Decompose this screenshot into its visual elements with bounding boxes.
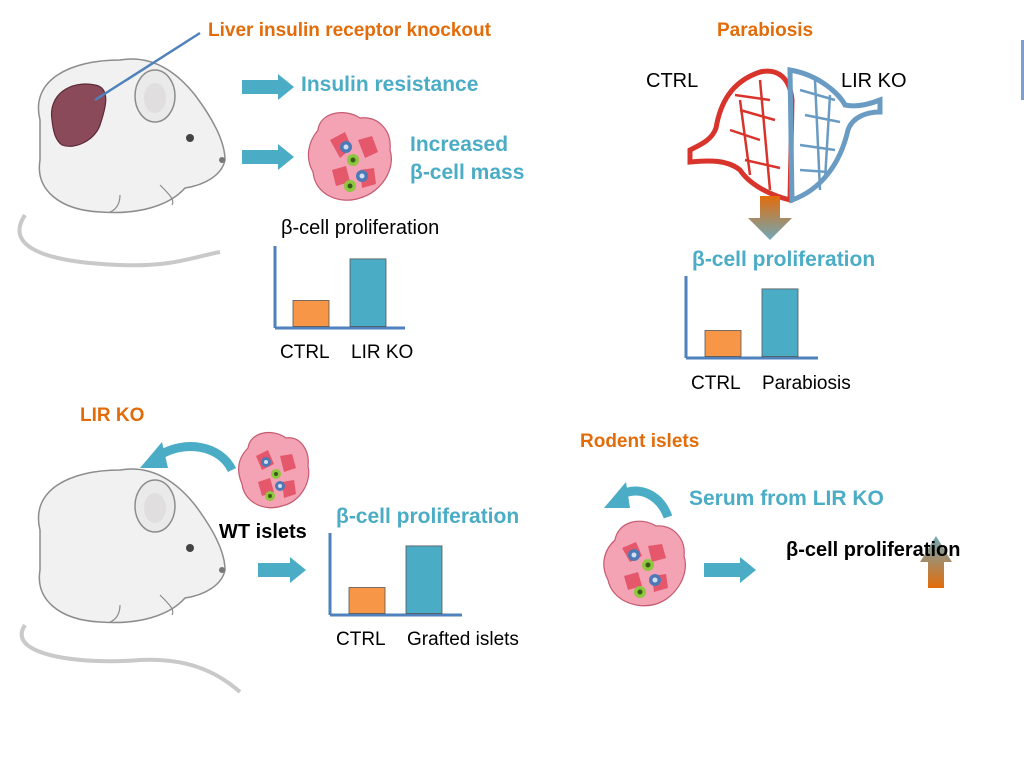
curved-arrow-head-2: [604, 482, 630, 508]
curved-arrow-head: [140, 442, 168, 468]
mouse-illustration-2: [19, 468, 242, 694]
bar-ctrl: [348, 587, 386, 614]
label-beta-cell-mass: β-cell mass: [410, 161, 525, 184]
label-insulin-resistance: Insulin resistance: [301, 73, 479, 96]
chart-grafted-islets: CTRL Grafted islets: [328, 533, 519, 650]
arrow-right-3: [258, 557, 306, 583]
label-wt-islets: WT islets: [219, 521, 307, 543]
chart-liver-ko: CTRL LIR KO: [273, 246, 413, 363]
category-label: Parabiosis: [762, 373, 851, 394]
chart-title-2: β-cell proliferation: [692, 248, 876, 271]
category-label: LIR KO: [351, 342, 413, 363]
category-label: CTRL: [691, 373, 741, 394]
category-label: Grafted islets: [407, 629, 519, 650]
bar-lir-ko: [349, 258, 387, 327]
up-arrow: [920, 536, 952, 588]
mouse-illustration: [17, 31, 226, 268]
down-arrow: [748, 196, 792, 240]
bar-grafted-islets: [405, 545, 443, 614]
chart-title-3: β-cell proliferation: [336, 505, 520, 528]
bar-parabiosis: [761, 288, 799, 357]
islet-cluster-icon-3: [603, 520, 686, 607]
bar-ctrl: [704, 330, 742, 357]
label-beta-proliferation-result: β-cell proliferation: [786, 539, 961, 561]
title-parabiosis: Parabiosis: [717, 20, 814, 41]
arrow-right-2: [242, 144, 294, 170]
islet-cluster-icon: [307, 112, 392, 201]
slide-edge-bar: [1021, 40, 1024, 100]
islet-cluster-icon-2: [238, 431, 310, 509]
label-ctrl-vessel: CTRL: [646, 70, 699, 92]
category-label: CTRL: [336, 629, 386, 650]
chart-title-1: β-cell proliferation: [281, 217, 440, 239]
title-liver-ko: Liver insulin receptor knockout: [208, 20, 491, 41]
curved-arrow: [157, 442, 237, 473]
arrow-right-4: [704, 557, 756, 583]
label-increased: Increased: [410, 133, 509, 156]
chart-parabiosis: CTRL Parabiosis: [684, 276, 851, 394]
title-lir-ko: LIR KO: [80, 405, 145, 426]
category-label: CTRL: [280, 342, 330, 363]
bar-ctrl: [292, 300, 330, 327]
title-rodent-islets: Rodent islets: [580, 431, 700, 452]
arrow-right-1: [242, 74, 294, 100]
label-serum: Serum from LIR KO: [689, 487, 884, 510]
label-lirko-vessel: LIR KO: [841, 70, 907, 92]
parabiosis-vessels-icon: [687, 67, 883, 204]
